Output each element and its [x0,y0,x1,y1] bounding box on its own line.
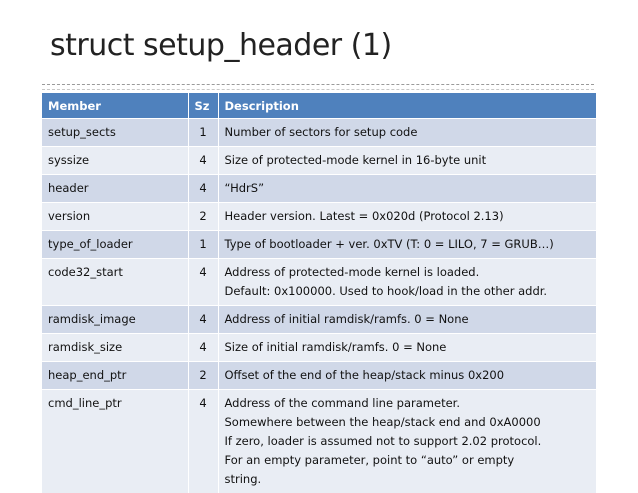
description-line: Header version. Latest = 0x020d (Protoco… [225,207,591,226]
description-cell: Address of the command line parameter.So… [218,390,596,493]
description-line: Somewhere between the heap/stack end and… [225,413,591,432]
description-line: Size of protected-mode kernel in 16-byte… [225,151,591,170]
size-cell: 4 [188,390,218,493]
table-header-row: Member Sz Description [42,93,596,119]
size-cell: 4 [188,259,218,306]
member-cell: code32_start [42,259,188,306]
description-cell: Address of protected-mode kernel is load… [218,259,596,306]
description-line: “HdrS” [225,179,591,198]
slide-title: struct setup_header (1) [50,28,392,63]
size-cell: 4 [188,306,218,334]
description-line: Address of protected-mode kernel is load… [225,263,591,282]
header-size: Sz [188,93,218,119]
member-cell: header [42,175,188,203]
member-cell: ramdisk_image [42,306,188,334]
size-cell: 2 [188,362,218,390]
description-line: string. [225,470,591,489]
member-cell: type_of_loader [42,231,188,259]
description-cell: Number of sectors for setup code [218,119,596,147]
member-cell: heap_end_ptr [42,362,188,390]
description-line: For an empty parameter, point to “auto” … [225,451,591,470]
description-line: Type of bootloader + ver. 0xTV (T: 0 = L… [225,235,591,254]
size-cell: 2 [188,203,218,231]
description-line: If zero, loader is assumed not to suppor… [225,432,591,451]
description-cell: Size of protected-mode kernel in 16-byte… [218,147,596,175]
description-line: Number of sectors for setup code [225,123,591,142]
title-divider-secondary [42,89,594,90]
description-line: Address of the command line parameter. [225,394,591,413]
description-line: Offset of the end of the heap/stack minu… [225,366,591,385]
member-cell: cmd_line_ptr [42,390,188,493]
member-cell: version [42,203,188,231]
size-cell: 1 [188,119,218,147]
member-cell: syssize [42,147,188,175]
size-cell: 1 [188,231,218,259]
header-member: Member [42,93,188,119]
size-cell: 4 [188,334,218,362]
size-cell: 4 [188,147,218,175]
description-cell: Header version. Latest = 0x020d (Protoco… [218,203,596,231]
size-cell: 4 [188,175,218,203]
description-line: Size of initial ramdisk/ramfs. 0 = None [225,338,591,357]
description-line: Default: 0x100000. Used to hook/load in … [225,282,591,301]
description-cell: Offset of the end of the heap/stack minu… [218,362,596,390]
header-description: Description [218,93,596,119]
member-cell: ramdisk_size [42,334,188,362]
description-line: Address of initial ramdisk/ramfs. 0 = No… [225,310,591,329]
description-cell: Type of bootloader + ver. 0xTV (T: 0 = L… [218,231,596,259]
description-cell: Size of initial ramdisk/ramfs. 0 = None [218,334,596,362]
description-cell: “HdrS” [218,175,596,203]
member-cell: setup_sects [42,119,188,147]
title-divider [42,84,594,85]
description-cell: Address of initial ramdisk/ramfs. 0 = No… [218,306,596,334]
